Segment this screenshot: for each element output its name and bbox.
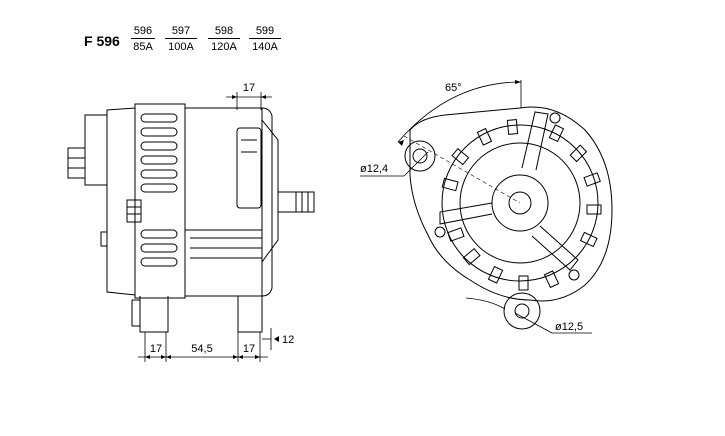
rear-cover — [106, 107, 136, 296]
variant-code: 597 — [165, 24, 197, 39]
spoke-top — [521, 111, 549, 171]
dim-top: 17 — [243, 82, 255, 94]
plug-connector — [67, 147, 86, 179]
front-housing — [184, 107, 273, 297]
model-number: F 596 — [84, 33, 120, 49]
screw — [568, 269, 580, 281]
dim-bottom-left: 17 — [150, 343, 162, 355]
variant-current: 140A — [252, 41, 278, 53]
front-view — [360, 80, 613, 334]
housing-ring — [441, 124, 599, 282]
mount-hole-top — [412, 148, 428, 164]
mount-hole-bottom — [514, 303, 530, 319]
regulator-housing — [84, 114, 108, 186]
side-view — [67, 92, 315, 362]
header: F 596 596 85A 597 100A 598 120A 599 140A — [0, 0, 725, 70]
spoke-left — [439, 202, 493, 225]
front-outline — [409, 106, 613, 302]
variant-code: 599 — [249, 24, 281, 39]
front-cooling-slots — [441, 119, 602, 291]
rear-housing — [134, 103, 186, 299]
terminal-stud — [100, 231, 108, 247]
spoke-bottom — [531, 225, 579, 271]
rear-cooling-slots — [140, 113, 178, 267]
mount-ear-top — [404, 140, 436, 172]
hole-top-label: ø12,4 — [360, 163, 388, 175]
dim-bottom-right: 17 — [243, 343, 255, 355]
variant-599: 599 140A — [249, 24, 281, 54]
b-plus-terminal — [126, 199, 142, 223]
shaft-hole — [508, 191, 532, 215]
mount-ear-bottom — [503, 292, 541, 330]
hole-bottom-label: ø12,5 — [555, 321, 583, 333]
variant-current: 85A — [133, 41, 153, 53]
variant-code: 598 — [208, 24, 240, 39]
front-slot — [236, 127, 262, 209]
mounting-foot-front — [237, 296, 263, 333]
screw — [434, 226, 446, 238]
variant-current: 120A — [211, 41, 237, 53]
dim-side: 12 — [282, 334, 294, 346]
fan — [261, 119, 279, 263]
mounting-foot-rear — [139, 296, 169, 333]
variant-598: 598 120A — [208, 24, 240, 54]
variant-code: 596 — [131, 24, 155, 39]
angle-label: 65° — [445, 82, 462, 94]
dim-bottom-center: 54,5 — [191, 343, 212, 355]
variant-596: 596 85A — [131, 24, 155, 54]
inner-ring — [459, 142, 581, 264]
variant-current: 100A — [168, 41, 194, 53]
screw — [549, 112, 561, 124]
variant-597: 597 100A — [165, 24, 197, 54]
